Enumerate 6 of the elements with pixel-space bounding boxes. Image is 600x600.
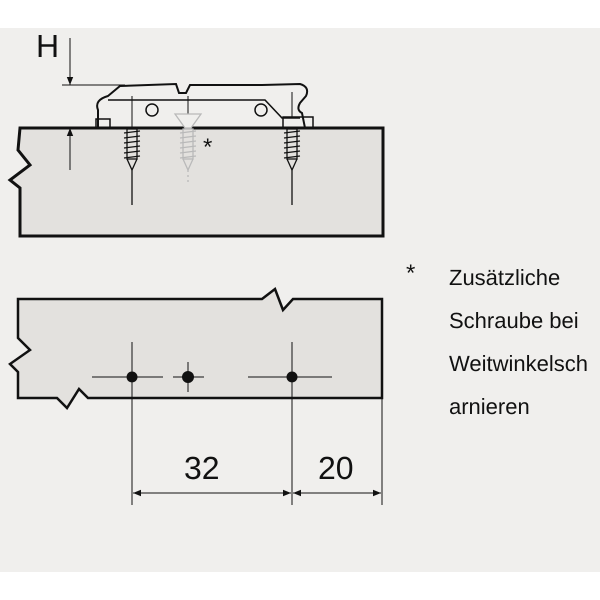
footnote-mark: *	[406, 262, 416, 286]
dimension-label: 32	[184, 452, 220, 484]
dimension-label: H	[36, 30, 60, 62]
dimension-label: 20	[318, 452, 354, 484]
footnote-text: Zusätzliche Schraube bei Weitwinkelscharnieren	[449, 264, 589, 421]
footnote-mark: *	[203, 136, 212, 160]
